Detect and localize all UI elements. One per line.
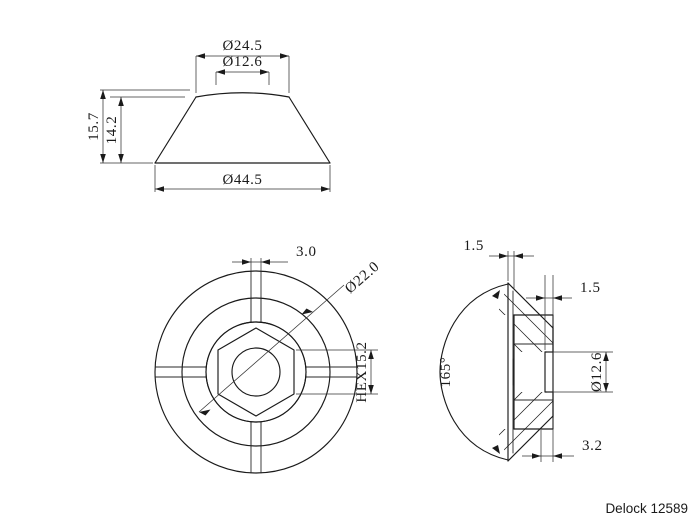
dim-label-cone-angle: 165° [438,357,454,388]
dim-slot-width: 3.0 [232,244,317,271]
dim-label-top-boss-diameter: Ø24.5 [222,38,262,54]
section-view: 165° [438,238,613,462]
dim-wall-left: 1.5 [463,238,534,259]
section-body-outline [507,282,554,462]
dim-wall-right: 1.5 [526,280,601,301]
dim-label-base-thickness: 3.2 [582,438,603,454]
section-dome-arc: 165° [438,283,509,461]
dim-front-bore-diameter: Ø12.6 [216,54,269,75]
drawing-caption: Delock 12589 [605,501,688,516]
dim-section-bore-diameter: Ø12.6 [589,352,609,392]
dim-overall-height: 15.7 [86,90,106,163]
dim-label-wall-left: 1.5 [463,238,484,254]
bottom-view-slot-masks [205,321,307,423]
dim-label-overall-height: 15.7 [86,112,102,141]
front-extension-lines [100,56,331,192]
front-body-outline [154,92,331,164]
dim-label-front-bore-diameter: Ø12.6 [222,54,262,70]
dim-label-body-height: 14.2 [104,116,120,145]
dim-top-boss-diameter: Ø24.5 [196,38,289,59]
bottom-view-slot-stubs [250,296,262,448]
dim-label-hex-across-flats: HEX15.2 [354,341,370,402]
section-extension-lines [507,251,613,462]
dim-body-height: 14.2 [104,97,124,163]
dim-label-section-bore-diameter: Ø12.6 [589,352,605,392]
bottom-view-hex-center [217,327,295,417]
dim-base-diameter: Ø44.5 [155,172,330,192]
dim-label-wall-right: 1.5 [580,280,601,296]
front-elevation-view: Ø24.5 Ø12.6 15.7 14.2 Ø44.5 [86,38,331,192]
dim-hex-across-flats: HEX15.2 [296,341,378,403]
dim-label-base-diameter: Ø44.5 [222,172,262,188]
dim-label-slot-width: 3.0 [296,244,317,260]
dim-base-thickness: 3.2 [522,438,603,459]
